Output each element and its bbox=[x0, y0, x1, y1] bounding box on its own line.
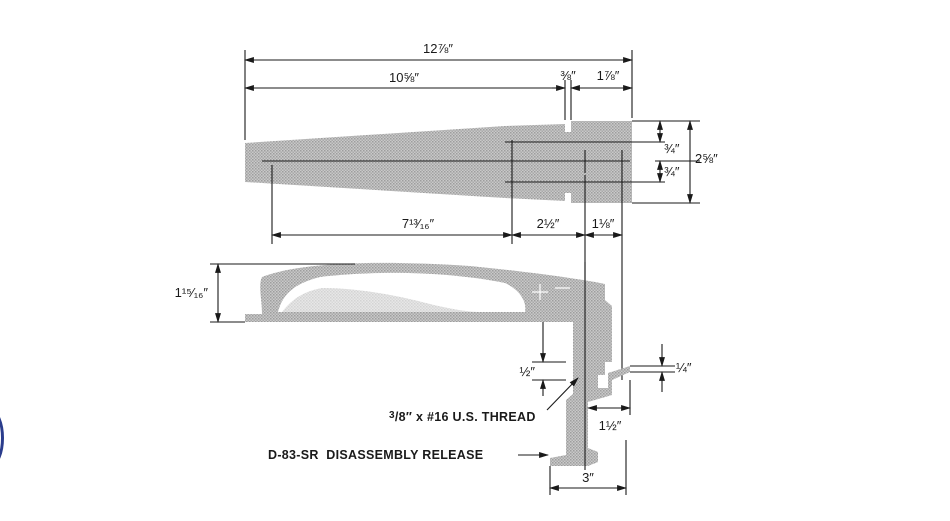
dim-lower-quarter: ¾″ bbox=[664, 164, 680, 179]
arm-side-window-shade bbox=[282, 288, 480, 312]
dim-tip: 1⅞″ bbox=[597, 68, 620, 83]
dim-upper-quarter: ¾″ bbox=[664, 141, 680, 156]
side-view bbox=[245, 262, 630, 470]
arm-plan-shape bbox=[245, 121, 632, 203]
plan-view bbox=[244, 50, 700, 400]
dim-overall-height: 2⅝″ bbox=[695, 151, 718, 166]
dim-gap: ⅜″ bbox=[560, 68, 576, 83]
dim-half-inch: ½″ bbox=[520, 364, 536, 379]
thread-fraction: /8″ bbox=[395, 410, 412, 424]
dim-bore-span: 1⅛″ bbox=[592, 216, 615, 231]
dim-inner-span: 7¹³⁄₁₆″ bbox=[402, 216, 435, 231]
arm-side-shape bbox=[245, 262, 630, 466]
thread-prefix: 3 bbox=[389, 410, 395, 421]
release-callout: D-83-SR DISASSEMBLY RELEASE bbox=[268, 448, 483, 462]
dim-stem-offset: 1½″ bbox=[599, 418, 622, 433]
dim-section-height: 1¹⁵⁄₁₆″ bbox=[175, 285, 209, 300]
thread-leader bbox=[546, 377, 579, 411]
dim-quarter-inch: ¼″ bbox=[676, 360, 692, 375]
dim-overall-length: 12⅞″ bbox=[423, 41, 453, 56]
thread-rest: x #16 U.S. THREAD bbox=[412, 410, 536, 424]
dim-mid-span: 2½″ bbox=[537, 216, 560, 231]
dim-base-width: 3″ bbox=[582, 470, 594, 485]
dim-arm-length: 10⅝″ bbox=[389, 70, 419, 85]
thread-callout: 3/8″ x #16 U.S. THREAD bbox=[389, 410, 536, 424]
